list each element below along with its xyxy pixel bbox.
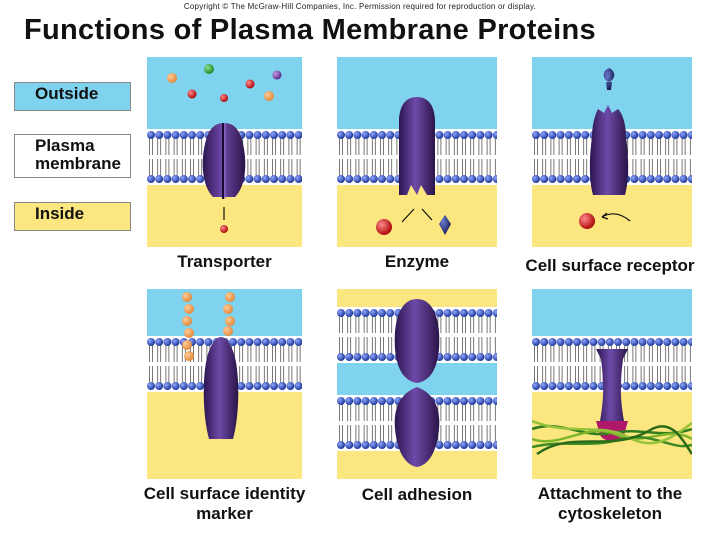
adhesion-protein-upper [394,299,440,383]
carbohydrate-chain-left [182,292,194,361]
key-inside: Inside [14,202,131,231]
identity-marker-diagram [147,289,302,479]
product-red [376,219,392,235]
cytoskeleton-diagram [532,289,692,479]
anchoring-protein [596,349,628,421]
carbohydrate-chain-right [223,292,235,336]
panel-identity-marker [147,289,302,479]
relay-molecule [579,213,595,229]
page-title: Functions of Plasma Membrane Proteins [24,14,596,46]
enzyme-protein [399,97,435,195]
key-outside: Outside [14,82,131,111]
substrate-diamond [439,215,451,235]
panel-cytoskeleton [532,289,692,479]
adhesion-protein-lower [394,387,440,467]
caption-transporter: Transporter [177,252,272,271]
caption-cell-adhesion: Cell adhesion [361,485,473,504]
receptor-diagram [532,57,692,247]
molecule-red [220,225,228,233]
receptor-protein [589,105,629,195]
panel-enzyme [337,57,497,247]
panel-cell-adhesion [337,289,497,479]
enzyme-diagram [337,57,497,247]
caption-enzyme: Enzyme [384,252,450,271]
cytoskeleton-filaments [532,419,692,456]
marker-glycoprotein [203,337,239,439]
copyright-notice: Copyright © The McGraw-Hill Companies, I… [183,2,537,11]
cell-adhesion-diagram [337,289,497,479]
signal-molecule [603,68,615,90]
panel-transporter [147,57,302,247]
caption-receptor: Cell surface receptor [525,256,695,275]
panel-receptor [532,57,692,247]
transporter-diagram [147,57,302,247]
